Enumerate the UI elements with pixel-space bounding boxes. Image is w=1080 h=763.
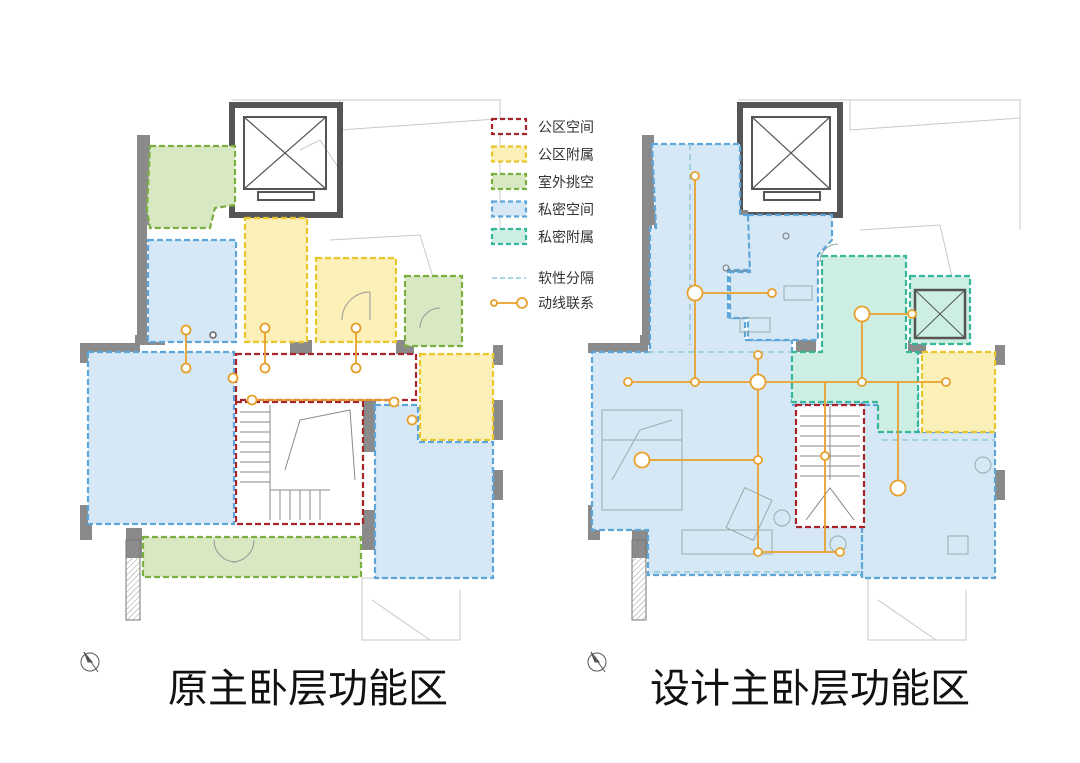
balcony-wall-hatch <box>631 539 647 621</box>
zone-outdoor <box>141 535 363 579</box>
zones <box>86 144 495 580</box>
circulation-nodes <box>180 322 418 426</box>
legend-node-circulation <box>490 299 498 307</box>
zone-private <box>373 403 495 580</box>
legend-label-private_aux: 私密附属 <box>538 229 594 246</box>
right-plan-caption: 设计主卧层功能区 <box>650 666 970 712</box>
zone-private <box>86 350 236 526</box>
soft-partitions <box>648 144 995 573</box>
staircase <box>800 406 860 521</box>
legend-label-public: 公区空间 <box>538 120 594 136</box>
legend-label-soft-partition: 软性分隔 <box>538 271 594 287</box>
zones <box>590 142 997 580</box>
legend-swatch-public <box>490 117 528 136</box>
legend-swatch-private_aux <box>490 227 528 246</box>
zone-public-aux <box>920 350 997 434</box>
legend-label-circulation: 动线联系 <box>538 296 594 312</box>
zone-private <box>728 213 834 342</box>
circulation-nodes <box>623 171 951 557</box>
elevator-shaft <box>229 102 343 218</box>
elevator-shaft <box>737 102 843 218</box>
zone-private <box>146 238 238 344</box>
zone-public-aux <box>418 352 495 442</box>
doors <box>213 291 441 563</box>
staircase <box>240 405 356 520</box>
left-plan-caption: 原主卧层功能区 <box>168 666 448 712</box>
context-lines <box>738 99 1021 641</box>
zone-public-aux <box>243 216 309 344</box>
legend-swatch-private <box>490 200 528 218</box>
compass-icon <box>587 651 607 673</box>
legend-swatch-outdoor <box>490 172 528 191</box>
zone-private-large <box>590 142 997 580</box>
legend-label-private: 私密空间 <box>538 202 594 219</box>
compass-icon <box>80 651 100 673</box>
legend-label-outdoor: 室外挑空 <box>538 174 594 191</box>
zone-outdoor <box>403 274 464 348</box>
designed-floor-plan <box>588 99 1021 641</box>
zone-public <box>234 352 418 402</box>
legend-node-circulation <box>516 297 528 309</box>
original-floor-plan <box>80 99 511 641</box>
legend-label-public_aux: 公区附属 <box>538 148 594 164</box>
zone-outdoor <box>145 144 237 230</box>
balcony-wall-hatch <box>125 539 141 621</box>
zone-private-aux <box>790 254 920 434</box>
legend-swatch-public_aux <box>490 145 528 163</box>
